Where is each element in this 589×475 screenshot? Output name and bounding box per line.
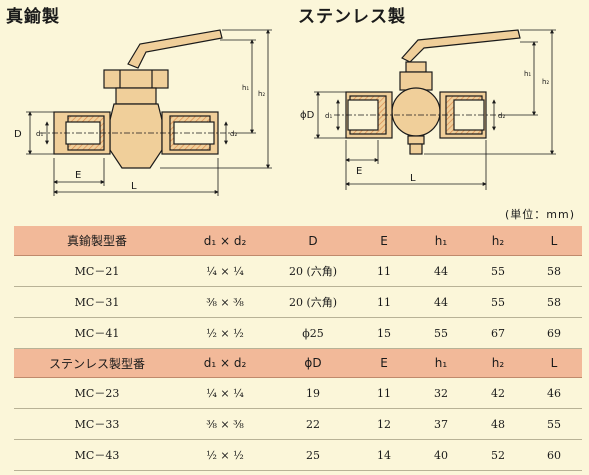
stainless-label-d1: d₁ <box>325 112 332 120</box>
cell: ¼ × ¼ <box>180 255 270 287</box>
table-row: MC－41 ½ × ½ ϕ25 15 55 67 69 <box>14 317 582 349</box>
cell: 67 <box>470 317 526 349</box>
cell: 44 <box>412 286 470 318</box>
cell: ϕ25 <box>270 317 356 349</box>
header-cell: 真鍮製型番 <box>14 226 180 256</box>
cell: ⅜ × ⅜ <box>180 408 270 440</box>
header-cell: d₁ × d₂ <box>180 226 270 256</box>
stainless-label-d2: d₂ <box>498 112 505 120</box>
cell: 19 <box>270 377 356 409</box>
cell: MC－33 <box>14 408 180 440</box>
cell: 12 <box>356 408 412 440</box>
table-row: MC－31 ⅜ × ⅜ 20 (六角) 11 44 55 58 <box>14 286 582 318</box>
stainless-dimension-lines <box>314 29 556 190</box>
cell: 55 <box>412 317 470 349</box>
cell: 14 <box>356 439 412 471</box>
brass-header-row: 真鍮製型番 d₁ × d₂ D E h₁ h₂ L <box>14 226 582 256</box>
brass-label-d1: d₁ <box>36 130 43 138</box>
cell: 42 <box>470 377 526 409</box>
header-cell: h₁ <box>412 226 470 256</box>
cell: ¼ × ¼ <box>180 377 270 409</box>
cell: MC－41 <box>14 317 180 349</box>
spec-table: 真鍮製型番 d₁ × d₂ D E h₁ h₂ L MC－21 ¼ × ¼ 20… <box>14 226 582 471</box>
cell: MC－23 <box>14 377 180 409</box>
table-row: MC－21 ¼ × ¼ 20 (六角) 11 44 55 58 <box>14 255 582 287</box>
brass-label-E: E <box>75 170 81 181</box>
cell: 48 <box>470 408 526 440</box>
header-cell: d₁ × d₂ <box>180 348 270 378</box>
cell: 58 <box>526 255 582 287</box>
cell: 22 <box>270 408 356 440</box>
header-cell: D <box>270 226 356 256</box>
brass-label-D: D <box>14 129 22 140</box>
header-cell: h₂ <box>470 226 526 256</box>
table-row: MC－23 ¼ × ¼ 19 11 32 42 46 <box>14 377 582 409</box>
cell: 32 <box>412 377 470 409</box>
cell: MC－31 <box>14 286 180 318</box>
header-cell: E <box>356 226 412 256</box>
brass-label-L: L <box>131 181 137 192</box>
header-cell: ステンレス製型番 <box>14 348 180 378</box>
cell: 40 <box>412 439 470 471</box>
stainless-label-E: E <box>356 166 362 177</box>
cell: 52 <box>470 439 526 471</box>
cell: 55 <box>526 408 582 440</box>
cell: 20 (六角) <box>270 255 356 287</box>
stainless-valve-drawing <box>334 29 521 155</box>
stainless-label-h2: h₂ <box>542 78 549 86</box>
header-cell: ϕD <box>270 348 356 378</box>
cell: 25 <box>270 439 356 471</box>
unit-note: (単位：mm) <box>504 208 575 221</box>
cell: ½ × ½ <box>180 317 270 349</box>
header-cell: h₂ <box>470 348 526 378</box>
cell: 11 <box>356 377 412 409</box>
header-cell: L <box>526 226 582 256</box>
cell: 69 <box>526 317 582 349</box>
cell: 46 <box>526 377 582 409</box>
cell: 20 (六角) <box>270 286 356 318</box>
stainless-label-phiD: ϕD <box>300 110 315 121</box>
cell: 11 <box>356 255 412 287</box>
cell: ½ × ½ <box>180 439 270 471</box>
valve-drawings: D d₁ d₂ E L h₁ h₂ <box>14 29 556 196</box>
stainless-label-L: L <box>410 173 416 184</box>
cell: MC－43 <box>14 439 180 471</box>
header-cell: L <box>526 348 582 378</box>
brass-dimension-lines <box>26 29 272 196</box>
stainless-header-row: ステンレス製型番 d₁ × d₂ ϕD E h₁ h₂ L <box>14 348 582 378</box>
cell: 11 <box>356 286 412 318</box>
brass-label-h1: h₁ <box>242 84 249 92</box>
cell: 15 <box>356 317 412 349</box>
cell: 58 <box>526 286 582 318</box>
brass-valve-drawing <box>40 29 232 169</box>
brass-label-h2: h₂ <box>258 90 265 98</box>
cell: 44 <box>412 255 470 287</box>
cell: 37 <box>412 408 470 440</box>
brass-title: 真鍮製 <box>6 7 60 27</box>
cell: MC－21 <box>14 255 180 287</box>
stainless-label-h1: h₁ <box>524 70 531 78</box>
table-row: MC－43 ½ × ½ 25 14 40 52 60 <box>14 439 582 471</box>
header-cell: h₁ <box>412 348 470 378</box>
table-row: MC－33 ⅜ × ⅜ 22 12 37 48 55 <box>14 408 582 440</box>
cell: 60 <box>526 439 582 471</box>
cell: 55 <box>470 255 526 287</box>
header-cell: E <box>356 348 412 378</box>
cell: ⅜ × ⅜ <box>180 286 270 318</box>
cell: 55 <box>470 286 526 318</box>
stainless-title: ステンレス製 <box>298 7 406 27</box>
brass-label-d2: d₂ <box>230 130 237 138</box>
